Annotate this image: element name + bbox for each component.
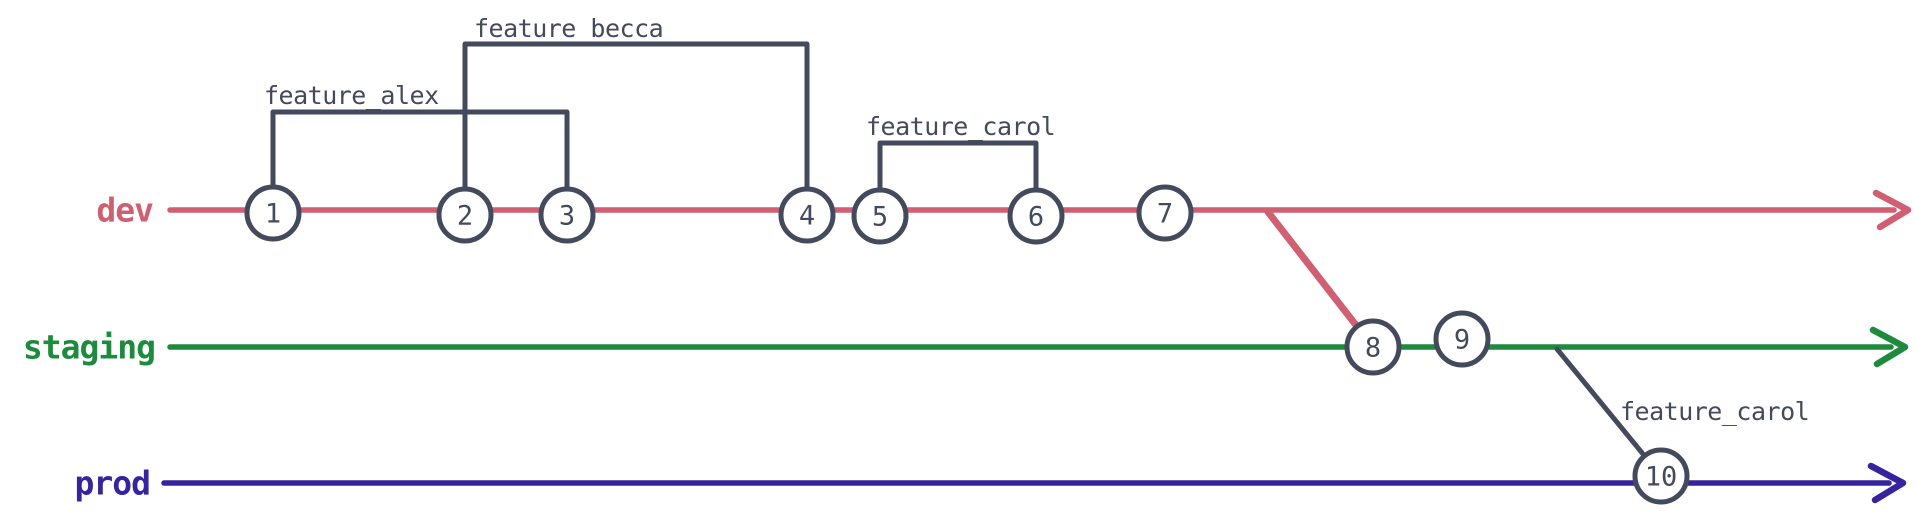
branch-label-staging: staging [23, 328, 155, 367]
commit-node-6: 6 [1007, 187, 1065, 245]
branch-prod: prod [75, 462, 1907, 504]
feature-bracket-feature_becca: feature_becca [462, 14, 810, 191]
feature-branch-label: feature_alex [264, 81, 439, 110]
commit-circle [1632, 447, 1690, 505]
feature-bracket-feature_alex: feature_alex [264, 81, 570, 191]
bracket-path [877, 140, 1039, 192]
commit-number: 7 [1157, 198, 1173, 229]
feature-branch-label: feature_carol [866, 112, 1055, 141]
feature-bracket-feature_carol: feature_carol [866, 112, 1056, 192]
arrowhead-icon-prod [1867, 462, 1907, 504]
commit-number: 4 [799, 200, 815, 231]
commit-circle [436, 186, 494, 244]
commit-number: 5 [872, 201, 888, 232]
commit-circle [1344, 318, 1402, 376]
commit-node-1: 1 [244, 184, 302, 242]
commit-node-3: 3 [538, 186, 596, 244]
bracket-path [462, 41, 810, 191]
commit-circle [538, 186, 596, 244]
commit-circle [1433, 310, 1491, 368]
commit-circle [1007, 187, 1065, 245]
commit-circle [851, 187, 909, 245]
branch-label-prod: prod [75, 464, 150, 503]
commit-number: 1 [265, 198, 281, 229]
bracket-path [270, 109, 570, 191]
commit-node-4: 4 [778, 186, 836, 244]
merge-edge-dev-to-8 [1264, 208, 1359, 328]
merge-edge-line [1554, 346, 1646, 457]
commit-number: 10 [1645, 461, 1678, 492]
commit-number: 8 [1365, 332, 1381, 363]
commit-node-7: 7 [1136, 184, 1194, 242]
feature-branch-label: feature_becca [474, 14, 663, 43]
arrowhead-icon-dev [1872, 189, 1912, 231]
feature-branch-label: feature_carol [1620, 397, 1809, 426]
commit-node-9: 9 [1433, 310, 1491, 368]
commit-number: 3 [559, 200, 575, 231]
commit-number: 9 [1454, 324, 1470, 355]
branch-dev: dev [96, 189, 1912, 231]
branch-label-dev: dev [96, 191, 153, 230]
merge-edge-line [1264, 208, 1359, 328]
commit-node-8: 8 [1344, 318, 1402, 376]
commit-node-5: 5 [851, 187, 909, 245]
commit-number: 6 [1028, 201, 1044, 232]
commit-circle [1136, 184, 1194, 242]
merge-edge-staging-to-10: feature_carol [1554, 346, 1810, 457]
commit-node-10: 10 [1632, 447, 1690, 505]
commit-circle [778, 186, 836, 244]
branch-staging: staging [23, 326, 1909, 368]
arrowhead-icon-staging [1869, 326, 1909, 368]
commit-node-2: 2 [436, 186, 494, 244]
commit-circle [244, 184, 302, 242]
commit-number: 2 [457, 200, 473, 231]
